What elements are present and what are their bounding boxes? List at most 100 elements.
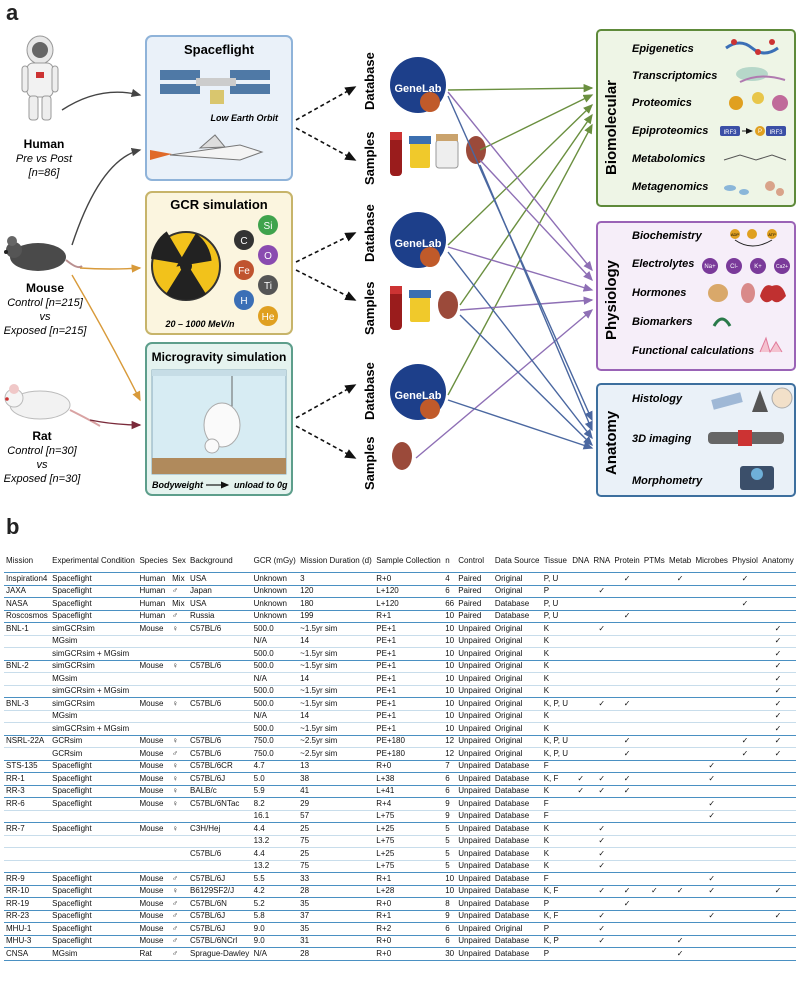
collection-cell: R+0 [374, 897, 444, 911]
check-icon: ✓ [708, 761, 716, 771]
tissue-cell: P, U [541, 572, 571, 586]
element-circles [234, 215, 278, 326]
sex-cell: ♂ [170, 947, 189, 961]
physiol-cell [730, 647, 761, 661]
dashed-arrow-1 [295, 86, 357, 121]
anatomy-cell: ✓ [760, 660, 796, 673]
n-cell: 5 [443, 847, 457, 861]
element-si: Si [264, 221, 273, 232]
samples-label-2: Samples [362, 282, 377, 335]
rna-cell: ✓ [591, 835, 613, 848]
microbes-cell [693, 685, 731, 698]
gcr-cell: 500.0 [251, 685, 299, 698]
ptms-cell [641, 722, 667, 736]
dna-cell [570, 610, 592, 623]
gcr-cell: N/A [251, 947, 299, 961]
n-cell: 10 [443, 885, 457, 898]
condition-cell: MGsim [50, 672, 138, 686]
collection-cell: PE+1 [374, 660, 444, 673]
sex-cell: ♂ [170, 910, 189, 923]
genelab-logo-3: GeneLab [390, 364, 446, 420]
protein-cell [612, 935, 642, 948]
arrow-mouse-spaceflight [71, 147, 142, 246]
anatomy-cell: ✓ [760, 747, 796, 761]
physiol-cell [730, 860, 761, 873]
collection-cell: R+1 [374, 872, 444, 886]
check-icon: ✓ [598, 936, 606, 946]
background-cell: C57BL/6 [188, 622, 252, 636]
column-header-mission-duration-d: Mission Duration (d) [298, 548, 375, 573]
dna-cell [570, 660, 592, 673]
check-icon: ✓ [598, 911, 606, 921]
gcr-cell: 500.0 [251, 660, 299, 673]
n-cell: 10 [443, 610, 457, 623]
tissue-cell: P [541, 922, 571, 936]
gcr-cell: 4.4 [251, 822, 299, 836]
control-cell: Unpaired [456, 860, 493, 873]
n-cell: 10 [443, 672, 457, 686]
dna-cell [570, 722, 592, 736]
sex-cell: ♀ [170, 735, 189, 748]
background-cell: USA [188, 597, 252, 611]
tissue-cell: K [541, 685, 571, 698]
dna-cell [570, 860, 592, 873]
rat-icon [4, 384, 101, 427]
rna-cell: ✓ [591, 885, 613, 898]
mission-cell: Inspiration4 [4, 572, 51, 586]
duration-cell: 25 [298, 822, 375, 836]
irf3-label-2: IRF3 [769, 130, 783, 136]
background-cell: C57BL/6 [188, 747, 252, 761]
n-cell: 6 [443, 585, 457, 598]
physiol-cell [730, 660, 761, 673]
condition-cell [50, 860, 138, 873]
sex-cell [170, 810, 189, 823]
collection-cell: PE+1 [374, 635, 444, 648]
species-cell: Human [137, 585, 171, 598]
mouse-detail-3: Exposed [n=215] [4, 325, 88, 337]
dna-cell [570, 622, 592, 636]
species-cell [137, 810, 171, 823]
mouse-label: Mouse [26, 281, 64, 295]
check-icon: ✓ [623, 698, 631, 708]
panel-b-letter: b [6, 514, 20, 539]
rna-cell [591, 710, 613, 723]
tissue-cell: F [541, 810, 571, 823]
metab-cell [666, 847, 694, 861]
mission-cell [4, 860, 51, 873]
metab-cell: ✓ [666, 885, 694, 898]
sex-cell [170, 647, 189, 661]
physiol-cell [730, 847, 761, 861]
species-cell: Mouse [137, 735, 171, 748]
n-cell: 10 [443, 872, 457, 886]
check-icon: ✓ [708, 873, 716, 883]
dna-cell [570, 847, 592, 861]
background-cell: BALB/c [188, 785, 252, 798]
human-detail-2: [n=86] [28, 167, 61, 179]
n-cell: 10 [443, 660, 457, 673]
samples-label-3: Samples [362, 437, 377, 490]
source-cell: Database [492, 822, 542, 836]
physiol-cell [730, 697, 761, 711]
tissue-cell: K [541, 672, 571, 686]
dna-cell [570, 647, 592, 661]
condition-cell: Spaceflight [50, 922, 138, 936]
dna-cell [570, 585, 592, 598]
collection-cell: R+4 [374, 797, 444, 811]
condition-cell: Spaceflight [50, 610, 138, 623]
metab-cell [666, 685, 694, 698]
condition-cell: simGCRsim + MGsim [50, 685, 138, 698]
tissue-cell: F [541, 872, 571, 886]
background-cell: Russia [188, 610, 252, 623]
tissue-cell: K, P, U [541, 735, 571, 748]
anatomy-cell: ✓ [760, 697, 796, 711]
background-cell: C57BL/6 [188, 697, 252, 711]
tissue-cell: K [541, 835, 571, 848]
anatomy-cell [760, 810, 796, 823]
control-cell: Unpaired [456, 947, 493, 961]
anatomy-cell: ✓ [760, 647, 796, 661]
